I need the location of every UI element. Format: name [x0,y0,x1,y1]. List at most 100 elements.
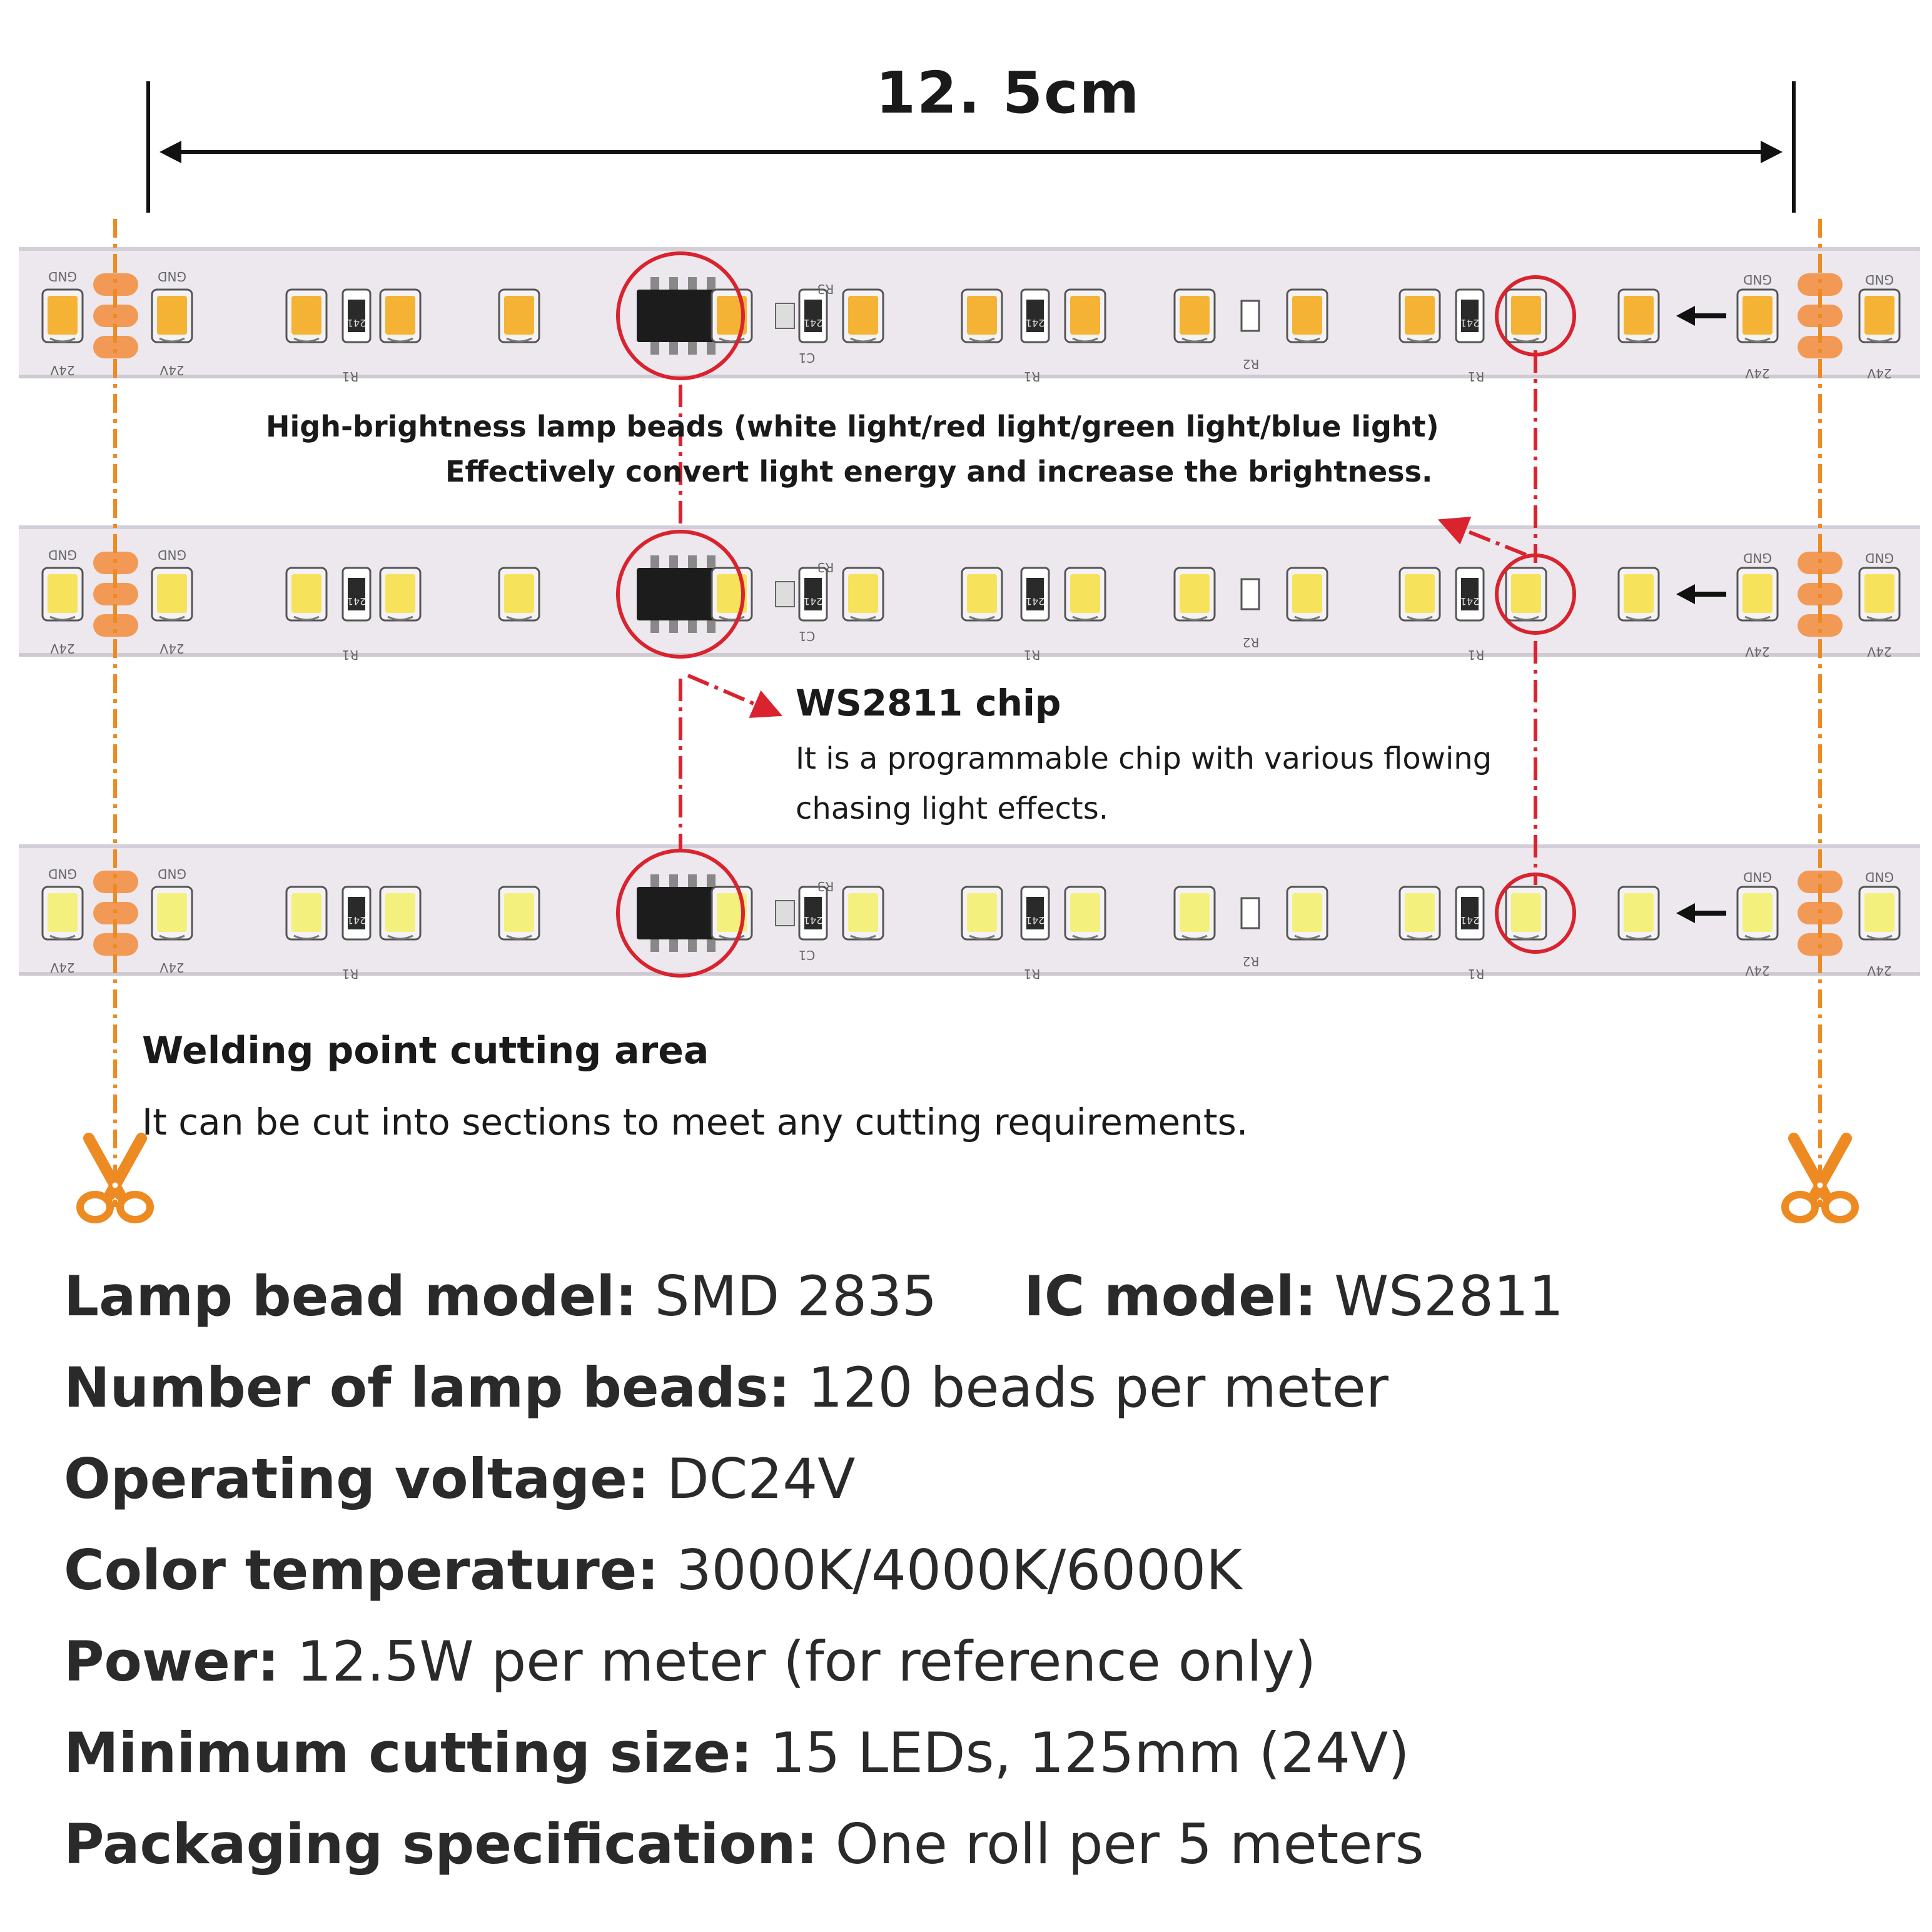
resistor-code: 241 [804,317,823,329]
resistor: 241 [1020,567,1050,622]
resistor: 241 [1455,288,1485,343]
chip-callout-lines [679,350,1537,885]
led-bead [1858,886,1901,941]
led-bead [379,886,422,941]
pcb-label: GND [48,269,77,284]
capacitor [775,900,795,926]
led-bead [285,886,328,941]
led-bead [1286,288,1328,343]
lamp-beads-callout-line2: Effectively convert light energy and inc… [445,455,1433,488]
led-bead [1286,886,1328,941]
pcb-label: R2 [1243,635,1260,650]
led-bead [498,567,540,622]
led-bead [842,886,884,941]
length-label: 12. 5cm [876,59,1141,126]
pcb-label: GND [1743,869,1772,884]
led-bead [842,567,884,622]
led-bead [1736,288,1779,343]
pcb-label: GND [1865,272,1894,287]
led-bead [1505,288,1547,343]
spec-value: WS2811 [1317,1264,1564,1328]
resistor: 241 [798,567,828,622]
resistor-code: 241 [1460,595,1480,607]
chip-callout-line2: chasing light effects. [796,791,1108,826]
pcb-label: R1 [1468,369,1485,384]
led-bead [1505,886,1547,941]
solder-pads [1798,552,1843,637]
pcb-label: GND [48,547,77,562]
spec-lamp-model: Lamp bead model: SMD 2835 IC model: WS28… [64,1251,1878,1342]
pcb-label: C1 [799,350,816,365]
resistor: 241 [1020,288,1050,343]
pcb-label: R3 [817,281,834,296]
pcb-label: 24V [50,363,74,378]
spec-key: Power: [64,1629,280,1694]
spec-bead-count: Number of lamp beads: 120 beads per mete… [64,1342,1878,1434]
led-bead [711,886,753,941]
dimension-marker [146,81,1796,213]
led-bead [1617,886,1660,941]
pcb-label: 24V [1867,963,1891,978]
spec-value: DC24V [649,1447,856,1511]
led-bead [151,288,193,343]
highlight-circle [616,251,745,380]
resistor-code: 241 [347,914,367,926]
led-bead [151,886,193,941]
resistor: 241 [341,886,372,941]
pcb-label: GND [1743,272,1772,287]
pcb-label: 24V [159,363,184,378]
pcb-label: C1 [799,948,816,963]
led-bead [285,567,328,622]
pcb-label: R1 [342,369,359,384]
led-bead [711,288,753,343]
led-bead [1173,567,1216,622]
scissors-icon [1781,1133,1859,1223]
capacitor [775,581,795,607]
spec-color-temperature: Color temperature: 3000K/4000K/6000K [64,1525,1878,1616]
resistor: 241 [798,886,828,941]
led-bead [842,288,884,343]
arrow-left-icon [1676,306,1726,326]
pcb-label: R1 [1024,369,1041,384]
led-bead [1858,567,1901,622]
led-bead [1286,567,1328,622]
pcb-label: GND [48,866,77,881]
led-bead [1398,288,1441,343]
resistor: 241 [798,288,828,343]
pcb-label: 24V [159,960,184,975]
led-bead [1064,567,1106,622]
arrow-left-icon [1676,903,1726,923]
led-bead [379,288,422,343]
led-bead [1736,886,1779,941]
resistor-code: 241 [1460,317,1480,329]
resistor [1240,897,1260,929]
resistor: 241 [1020,886,1050,941]
spec-min-cut: Minimum cutting size: 15 LEDs, 125mm (24… [64,1707,1878,1799]
pcb-label: 24V [1745,644,1769,659]
chip-callout-title: WS2811 chip [796,682,1061,724]
pcb-label: GND [1865,869,1894,884]
spec-packaging: Packaging specification: One roll per 5 … [64,1799,1878,1890]
pcb-label: R1 [1024,647,1041,662]
spec-key: IC model: [1024,1264,1317,1328]
chip-callout-line1: It is a programmable chip with various f… [796,741,1492,776]
resistor: 241 [1455,567,1485,622]
spec-value: 120 beads per meter [790,1355,1388,1420]
cutting-area-description: It can be cut into sections to meet any … [142,1101,1248,1143]
pcb-label: 24V [159,641,184,656]
resistor-code: 241 [347,317,367,329]
solder-pads [1798,871,1843,956]
spec-value: SMD 2835 [637,1264,938,1328]
led-bead [1064,886,1106,941]
led-bead [498,886,540,941]
spec-key: Operating voltage: [64,1447,650,1511]
resistor-code: 241 [1026,595,1045,607]
led-bead [1173,886,1216,941]
cutting-area-title: Welding point cutting area [142,1029,709,1073]
spec-value: One roll per 5 meters [817,1812,1424,1876]
pcb-label: C1 [799,629,816,644]
resistor-code: 241 [804,914,823,926]
